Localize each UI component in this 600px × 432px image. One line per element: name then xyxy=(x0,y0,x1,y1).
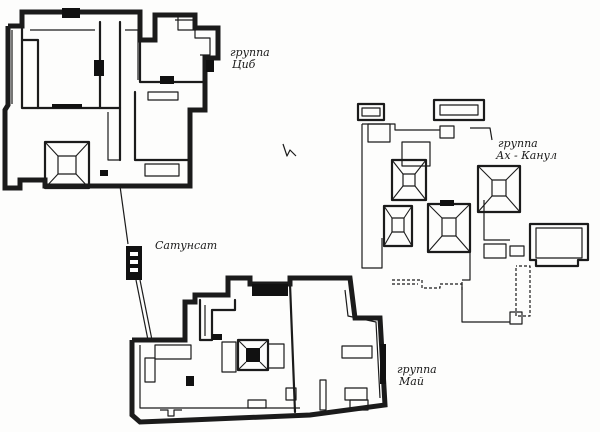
label-group-ahkanul-1: группа xyxy=(498,137,538,150)
may-group-plan xyxy=(129,275,388,425)
label-group-may-2: Май xyxy=(399,375,424,388)
label-group-tsib-2: Циб xyxy=(232,58,256,71)
north-arrow-icon xyxy=(282,143,297,157)
label-group-may-1: группа xyxy=(397,363,437,376)
label-satunsat: Сатунсат xyxy=(155,239,218,252)
label-group-tsib-1: группа xyxy=(230,46,270,59)
tsib-group-plan xyxy=(2,8,221,191)
satunsat-building xyxy=(126,246,142,280)
ahkanul-group-plan xyxy=(356,98,590,325)
label-group-ahkanul-2: Ах - Канул xyxy=(496,149,557,162)
causeway-south xyxy=(135,279,149,341)
causeway-north xyxy=(119,185,129,245)
